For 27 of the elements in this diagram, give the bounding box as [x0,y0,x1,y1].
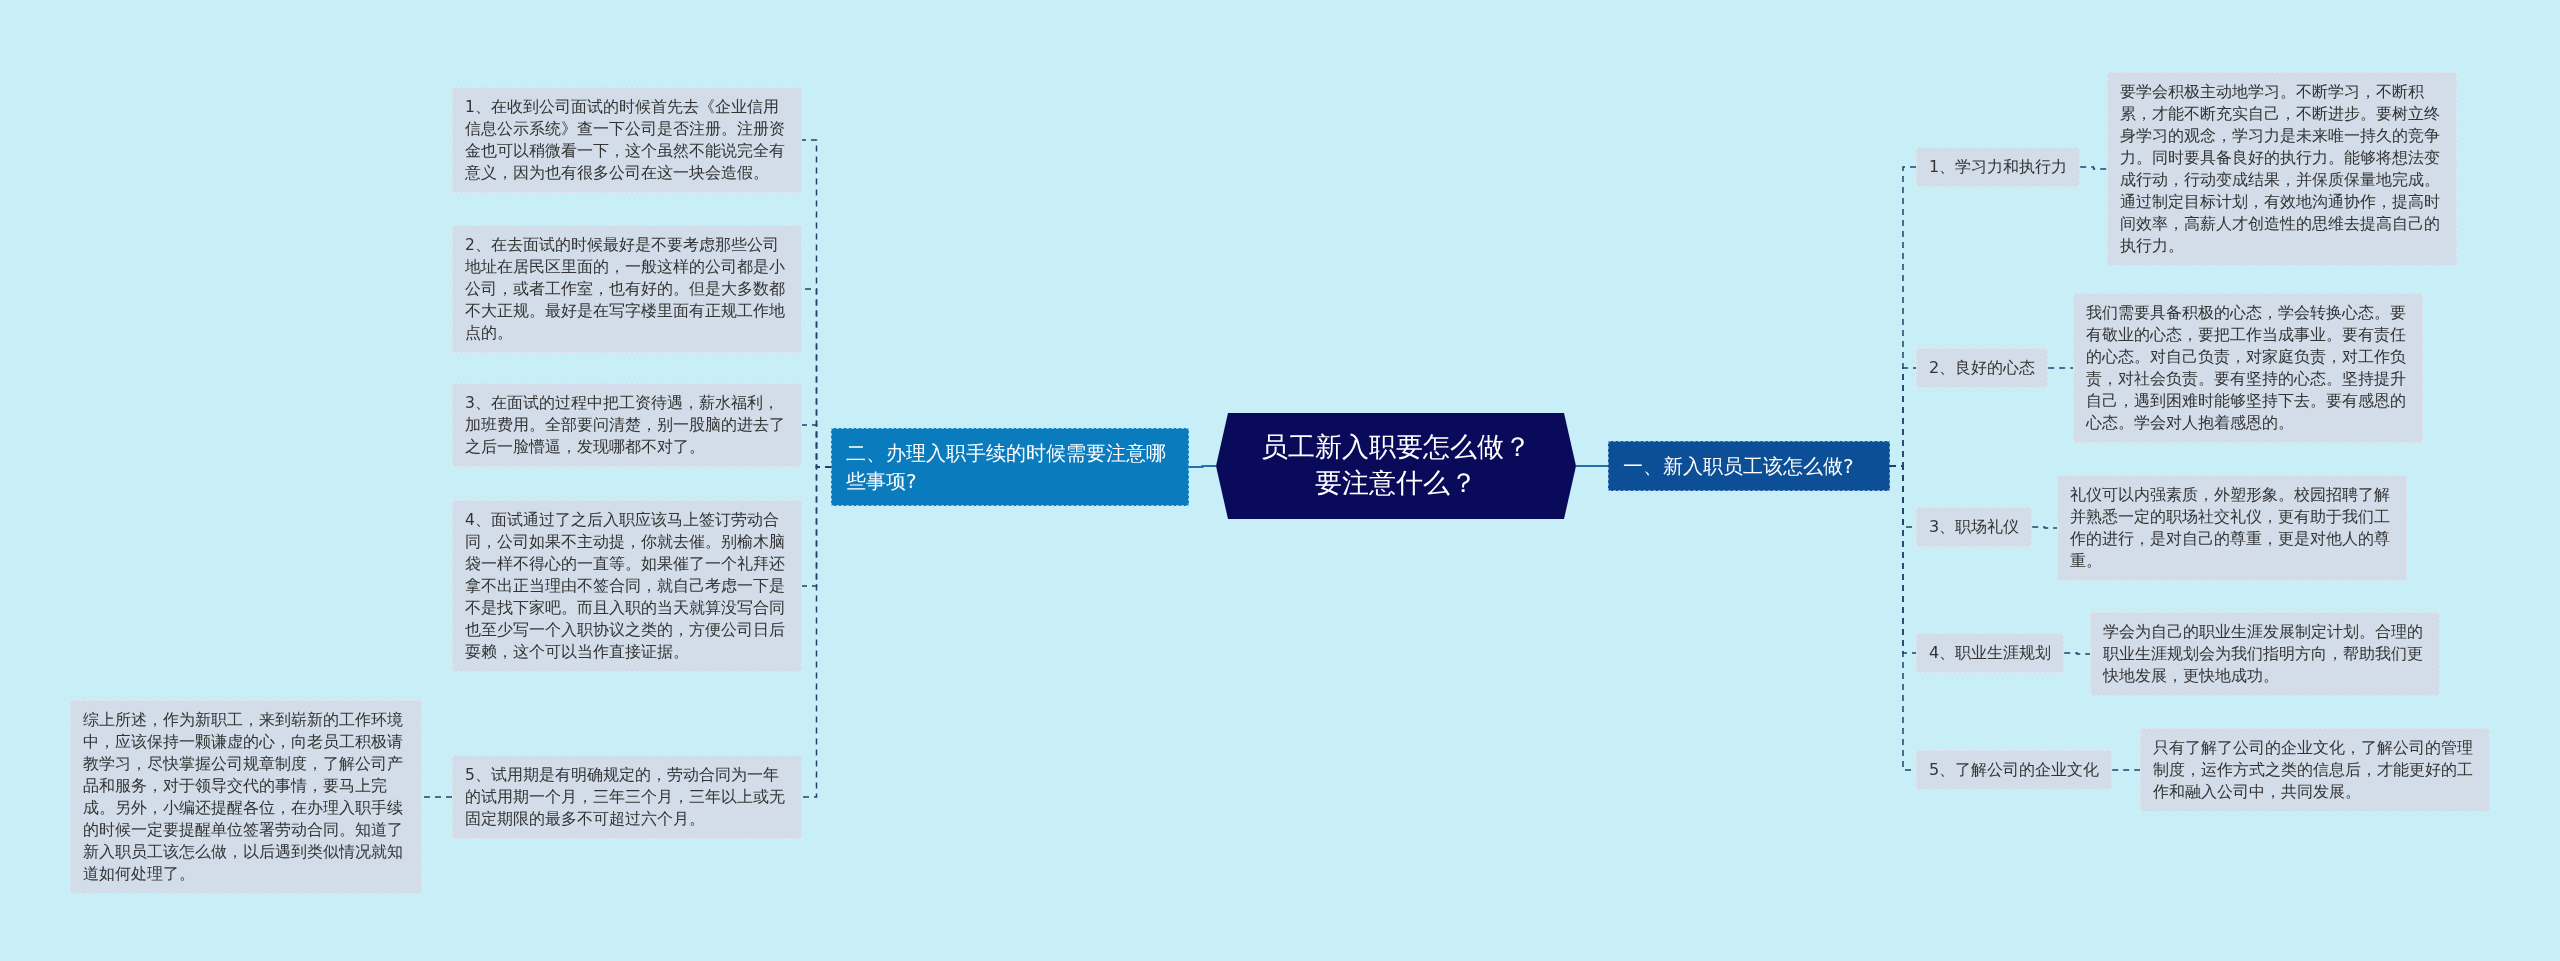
note-box: 2、在去面试的时候最好是不要考虑那些公司地址在居民区里面的，一般这样的公司都是小公司，或者工作室，也有好的。但是大多数都不大正规。最好是在写字楼里面有正规工作地点的。 [452,225,802,353]
note-box: 要学会积极主动地学习。不断学习，不断积累，才能不断充实自己，不断进步。要树立终身学习的观念，学习力是未来唯一持久的竞争力。同时要具备良好的执行力。能够将想法变成行动，行动变成结果，并保质保量地完成。通过制定目标计划，有效地沟通协作，提高时间效率，高薪人才创造性的思维去提高自己的执行力。 [2107,72,2457,266]
connector-line [1188,465,1217,468]
note-box: 综上所述，作为新职工，来到崭新的工作环境中，应该保持一颗谦虚的心，向老员工积极请教学习，尽快掌握公司规章制度，了解公司产品和服务，对于领导交代的事情，要马上完成。另外，小编还提醒各位，在办理入职手续的时候一定要提醒单位签署劳动合同。知道了新入职员工该怎么做，以后遇到类似情况就知道如何处理了。 [70,700,422,894]
note-box: 礼仪可以内强素质，外塑形象。校园招聘了解并熟悉一定的职场社交礼仪，更有助于我们工作的进行，是对自己的尊重，更是对他人的尊重。 [2057,475,2407,581]
subtopic-box: 5、了解公司的企业文化 [1916,750,2113,790]
connector-line [1575,465,1609,467]
subtopic-box: 1、学习力和执行力 [1916,147,2081,187]
connector-line [2031,526,2058,529]
note-box: 1、在收到公司面试的时候首先去《企业信用信息公示系统》查一下公司是否注册。注册资金也可以稍微看一下，这个虽然不能说完全有意义，因为也有很多公司在这一块会造假。 [452,87,802,193]
note-box: 4、面试通过了之后入职应该马上签订劳动合同，公司如果不主动提，你就去催。别榆木脑袋一样不得心的一直等。如果催了一个礼拜还拿不出正当理由不签合同，就自己考虑一下是不是找下家吧。而且入职的当天就算没写合同也至少写一个入职协议之类的，方便公司日后耍赖，这个可以当作直接证据。 [452,500,802,672]
branch-topic: 二、办理入职手续的时候需要注意哪些事项? [831,428,1189,506]
note-box: 只有了解了公司的企业文化，了解公司的管理制度，运作方式之类的信息后，才能更好的工作和融入公司中，共同发展。 [2140,728,2490,812]
note-box: 5、试用期是有明确规定的，劳动合同为一年的试用期一个月，三年三个月，三年以上或无固定期限的最多不可超过六个月。 [452,755,802,839]
subtopic-box: 3、职场礼仪 [1916,507,2033,547]
connector-line [2047,367,2074,369]
branch-topic: 一、新入职员工该怎么做? [1608,441,1890,491]
connector-line [2111,769,2141,771]
connector-line [2063,652,2091,655]
note-box: 学会为自己的职业生涯发展制定计划。合理的职业生涯规划会为我们指明方向，帮助我们更快地发展，更快地成功。 [2090,612,2440,696]
connector-line [2079,166,2108,170]
subtopic-box: 2、良好的心态 [1916,348,2049,388]
central-topic: 员工新入职要怎么做？要注意什么？ [1216,413,1576,519]
subtopic-box: 4、职业生涯规划 [1916,633,2065,673]
note-box: 我们需要具备积极的心态，学会转换心态。要有敬业的心态，要把工作当成事业。要有责任的心态。对自己负责，对家庭负责，对工作负责，对社会负责。要有坚持的心态。坚持提升自己，遇到困难时能够坚持下去。要有感恩的心态。学会对人抱着感恩的。 [2073,293,2423,443]
note-box: 3、在面试的过程中把工资待遇，薪水福利，加班费用。全部要问清楚，别一股脑的进去了之后一脸懵逼，发现哪都不对了。 [452,383,802,467]
connector-line [421,796,453,798]
